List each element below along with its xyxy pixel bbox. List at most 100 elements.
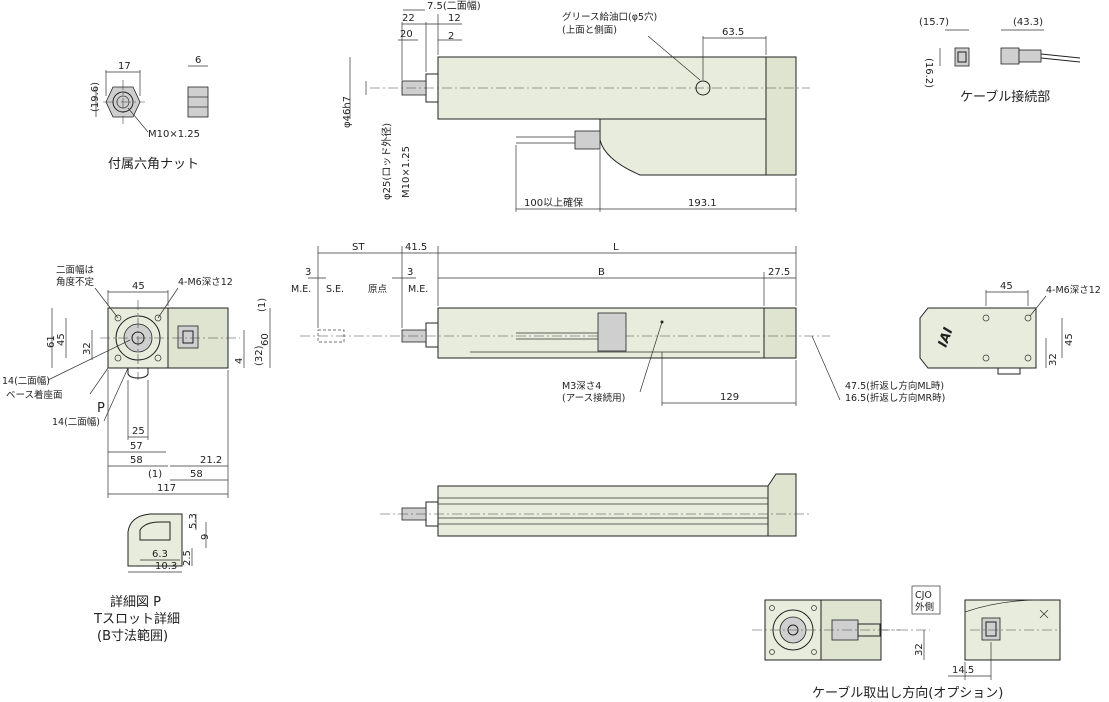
dim-129: 129 — [720, 392, 739, 403]
dim-l58a: 58 — [130, 455, 143, 466]
dim-r32: 32 — [1048, 353, 1059, 366]
dim-3a: 3 — [305, 267, 311, 278]
cable-exit-option-view: CJO 外側 32 14.5 ケーブル取出し方向(オプション) — [752, 585, 1061, 701]
caption-cable-connector: ケーブル接続部 — [960, 89, 1050, 105]
dim-l61: 61 — [46, 335, 57, 348]
label-origin: 原点 — [368, 284, 388, 295]
dim-top-12: 12 — [448, 13, 461, 24]
caption-detail-p-2: Tスロット詳細 — [93, 611, 180, 627]
end-view: 二面幅は 角度不定 4-M6深さ12 45 61 45 32 14(二面幅) ベ… — [2, 264, 271, 498]
dim-L: L — [613, 242, 619, 253]
motor-end-cap — [765, 56, 797, 176]
note-m6-left: 4-M6深さ12 — [178, 277, 233, 288]
note-flats14-2: 14(二面幅) — [52, 416, 100, 428]
dim-st: ST — [352, 242, 365, 253]
dim-top-flats: 7.5(二面幅) — [427, 0, 481, 12]
caption-cable-exit: ケーブル取出し方向(オプション) — [812, 685, 1003, 701]
note-cjo-2: 外側 — [915, 601, 934, 613]
bottom-top-view — [380, 473, 810, 537]
motor-housing — [599, 118, 767, 176]
cable-connector-view: (15.7) (43.3) (16.2) ケーブル接続部 — [919, 17, 1081, 105]
note-flats-angle-2: 角度不定 — [56, 276, 95, 288]
connector-socket — [954, 47, 970, 67]
dim-r45v: 45 — [1064, 333, 1075, 346]
nut-thread-label: M10×1.25 — [148, 129, 200, 140]
dim-p9: 9 — [200, 534, 211, 540]
dim-p103: 10.3 — [155, 561, 177, 572]
nut-side-view — [187, 86, 209, 118]
dim-p63: 6.3 — [152, 549, 168, 560]
dim-l60: 60 — [260, 333, 271, 346]
label-p: P — [97, 401, 105, 416]
actuator-body-bottom — [437, 485, 769, 537]
dim-r45: 45 — [1000, 281, 1013, 292]
dim-l32p: (32) — [254, 345, 265, 366]
dim-top-1931: 193.1 — [688, 198, 717, 209]
dim-3b: 3 — [407, 267, 413, 278]
end-connector — [177, 325, 199, 349]
right-end-view: IAI 45 4-M6深さ12 45 32 — [919, 281, 1101, 375]
iai-logo-text: IAI — [936, 326, 957, 350]
label-me-right: M.E. — [408, 284, 428, 295]
dim-415: 41.5 — [405, 242, 427, 253]
dim-p53: 5.3 — [188, 513, 199, 529]
note-m6-right: 4-M6深さ12 — [1046, 285, 1101, 296]
note-flats14-1: 14(二面幅) — [2, 375, 50, 387]
dim-cc-433: (43.3) — [1013, 17, 1043, 28]
note-turn-mr: 16.5(折返し方向MR時) — [845, 392, 945, 404]
cjo-box — [911, 585, 941, 615]
note-base-surface: ベース着座面 — [6, 389, 63, 401]
dim-l212: 21.2 — [200, 455, 222, 466]
dim-cc-162: (16.2) — [923, 58, 934, 88]
dim-top-20: 20 — [400, 29, 413, 40]
iai-logo: IAI — [936, 326, 957, 350]
detail-p-view: 5.3 9 2.5 6.3 10.3 詳細図 P Tスロット詳細 (B寸法範囲) — [93, 513, 211, 644]
dim-nut-17: 17 — [118, 61, 131, 72]
dim-b32: 32 — [914, 643, 925, 656]
dim-l25: 25 — [132, 426, 145, 437]
dim-l57: 57 — [130, 441, 143, 452]
main-side-view: ST 41.5 L B 27.5 3 3 M.E. S.E. 原点 M.E. M… — [291, 242, 945, 406]
dim-l58b: 58 — [190, 469, 203, 480]
dim-nut-6: 6 — [195, 55, 201, 66]
note-grease-2: (上面と側面) — [562, 24, 617, 36]
connector-main — [597, 312, 627, 352]
dim-top-635: 63.5 — [722, 27, 744, 38]
connector-plug — [1000, 47, 1020, 65]
dim-nut-196: (19.6) — [90, 82, 101, 112]
motor-end-view — [919, 307, 1037, 369]
dim-l1b: (1) — [257, 298, 268, 312]
note-m3-1: M3深さ4 — [562, 381, 601, 392]
caption-detail-p-1: 詳細図 P — [110, 594, 161, 610]
dim-B: B — [598, 267, 605, 278]
dim-top-2: 2 — [448, 31, 454, 42]
grease-port — [695, 80, 711, 96]
dim-l4: 4 — [234, 358, 245, 364]
dim-l117: 117 — [157, 483, 176, 494]
dim-top-22: 22 — [402, 13, 415, 24]
dim-275: 27.5 — [768, 267, 790, 278]
dim-l45v: 45 — [56, 333, 67, 346]
dim-b145: 14.5 — [952, 665, 974, 676]
label-me-left: M.E. — [291, 284, 311, 295]
note-flats-angle-1: 二面幅は — [56, 264, 95, 276]
caption-detail-p-3: (B寸法範囲) — [97, 629, 168, 644]
dim-l45: 45 — [132, 281, 145, 292]
dim-m10-rod: M10×1.25 — [401, 146, 412, 198]
dim-cc-157: (15.7) — [919, 17, 949, 28]
note-cjo-1: CJO — [915, 590, 932, 601]
option-connector-top — [981, 617, 1001, 641]
dim-p25: 2.5 — [182, 550, 193, 566]
note-m3-2: (アース接続用) — [562, 392, 625, 404]
dim-rod-od: φ25(ロッド外径) — [380, 123, 393, 200]
note-grease-1: グリース給油口(φ5穴) — [562, 11, 657, 23]
caption-nut: 付属六角ナット — [108, 157, 199, 172]
dim-phi46: φ46h7 — [342, 96, 353, 128]
dim-clearance-100: 100以上確保 — [524, 196, 583, 209]
note-turn-ml: 47.5(折返し方向ML時) — [845, 380, 944, 392]
top-side-view: 22 20 12 2 7.5(二面幅) グリース給油口(φ5穴) (上面と側面)… — [342, 0, 810, 212]
dim-l32: 32 — [82, 342, 93, 355]
dim-l1a: (1) — [148, 469, 162, 480]
cable-connector-top — [574, 130, 601, 150]
